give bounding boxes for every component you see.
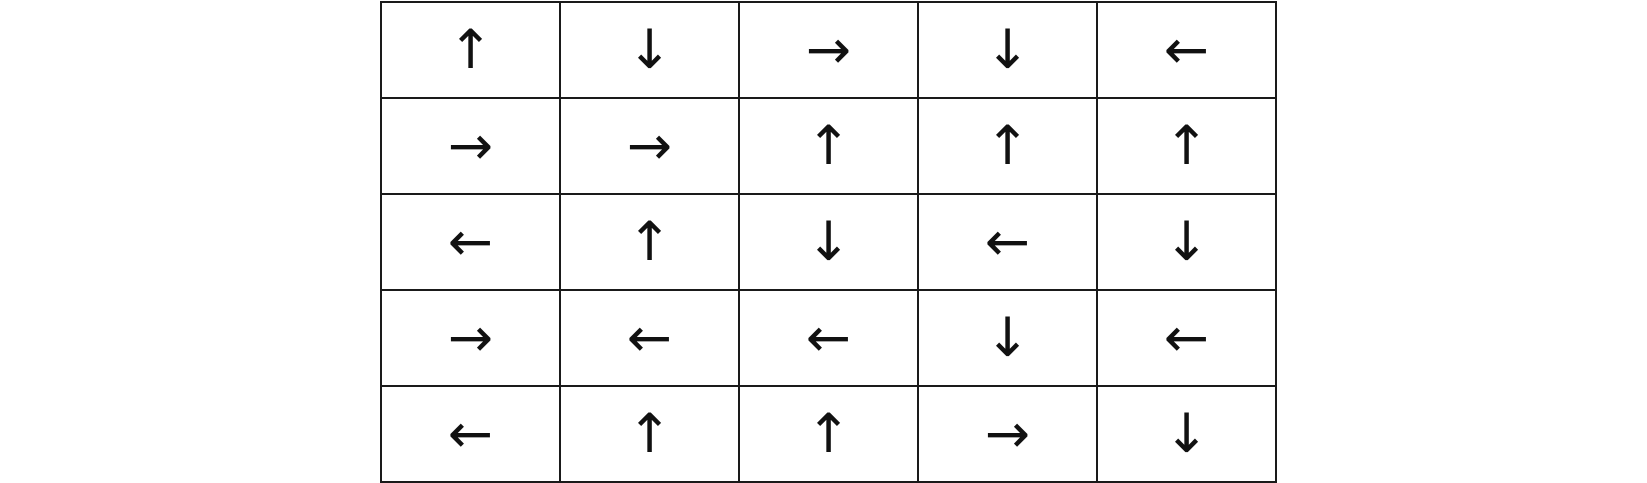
grid-cell: ↑: [1096, 97, 1277, 195]
arrow-right-icon: →: [984, 402, 1031, 465]
arrow-right-icon: →: [626, 114, 673, 177]
arrow-left-icon: ←: [984, 210, 1031, 273]
arrow-right-icon: →: [447, 306, 494, 369]
grid-cell: ↓: [917, 1, 1098, 99]
grid-row: ← ↑ ↓ ← ↓: [380, 193, 1277, 291]
arrow-right-icon: →: [805, 18, 852, 81]
arrow-left-icon: ←: [626, 306, 673, 369]
grid-cell: →: [559, 97, 740, 195]
grid-row: ← ↑ ↑ → ↓: [380, 385, 1277, 483]
grid-cell: ←: [559, 289, 740, 387]
arrow-left-icon: ←: [1163, 18, 1210, 81]
grid-cell: ↑: [559, 385, 740, 483]
grid-cell: →: [380, 289, 561, 387]
arrow-left-icon: ←: [447, 402, 494, 465]
arrow-down-icon: ↓: [1163, 210, 1210, 273]
grid-cell: ←: [380, 385, 561, 483]
arrow-down-icon: ↓: [1163, 402, 1210, 465]
grid-cell: ↑: [917, 97, 1098, 195]
arrow-left-icon: ←: [805, 306, 852, 369]
arrow-down-icon: ↓: [805, 210, 852, 273]
grid-cell: ←: [380, 193, 561, 291]
grid-cell: →: [380, 97, 561, 195]
grid-cell: ←: [738, 289, 919, 387]
arrow-up-icon: ↑: [805, 114, 852, 177]
grid-row: ↑ ↓ → ↓ ←: [380, 1, 1277, 99]
arrow-left-icon: ←: [447, 210, 494, 273]
grid-cell: ↑: [559, 193, 740, 291]
grid-cell: →: [738, 1, 919, 99]
arrow-up-icon: ↑: [626, 210, 673, 273]
grid-row: → ← ← ↓ ←: [380, 289, 1277, 387]
arrow-grid: ↑ ↓ → ↓ ← → → ↑ ↑ ↑ ← ↑ ↓ ← ↓ →: [380, 1, 1277, 483]
grid-cell: ←: [917, 193, 1098, 291]
arrow-up-icon: ↑: [805, 402, 852, 465]
arrow-up-icon: ↑: [1163, 114, 1210, 177]
grid-cell: ↓: [559, 1, 740, 99]
arrow-down-icon: ↓: [984, 306, 1031, 369]
grid-cell: ←: [1096, 1, 1277, 99]
arrow-down-icon: ↓: [626, 18, 673, 81]
grid-cell: ↓: [917, 289, 1098, 387]
arrow-up-icon: ↑: [447, 18, 494, 81]
grid-cell: ↑: [738, 385, 919, 483]
grid-cell: ↓: [738, 193, 919, 291]
grid-cell: ↑: [738, 97, 919, 195]
grid-row: → → ↑ ↑ ↑: [380, 97, 1277, 195]
grid-cell: ↓: [1096, 385, 1277, 483]
arrow-right-icon: →: [447, 114, 494, 177]
arrow-left-icon: ←: [1163, 306, 1210, 369]
arrow-up-icon: ↑: [626, 402, 673, 465]
grid-cell: ←: [1096, 289, 1277, 387]
arrow-grid-container: ↑ ↓ → ↓ ← → → ↑ ↑ ↑ ← ↑ ↓ ← ↓ →: [380, 1, 1277, 483]
arrow-down-icon: ↓: [984, 18, 1031, 81]
grid-cell: →: [917, 385, 1098, 483]
arrow-up-icon: ↑: [984, 114, 1031, 177]
grid-cell: ↓: [1096, 193, 1277, 291]
grid-cell: ↑: [380, 1, 561, 99]
